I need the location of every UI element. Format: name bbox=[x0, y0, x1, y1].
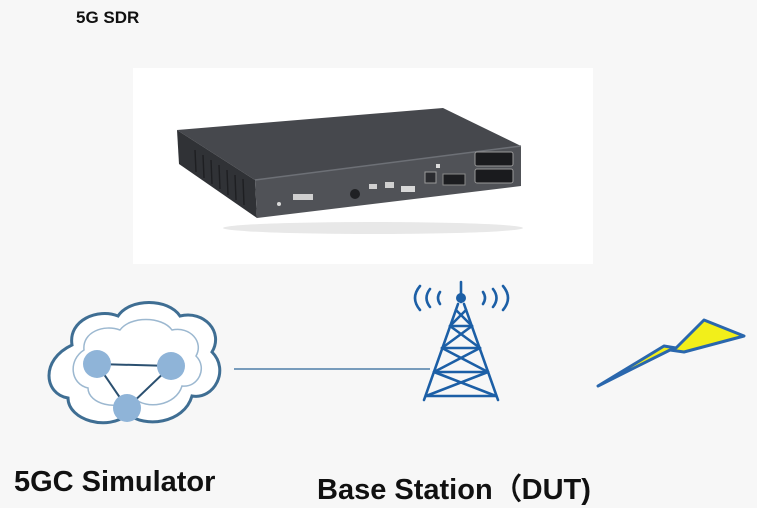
base-station-label: Base Station（DUT) bbox=[317, 474, 591, 506]
cloud-network-icon bbox=[47, 301, 222, 425]
cell-tower-icon bbox=[413, 280, 510, 402]
core-label: 5GC Simulator bbox=[14, 466, 216, 498]
lightning-icon bbox=[596, 318, 746, 388]
page-title: 5G SDR bbox=[76, 8, 140, 27]
sdr-device-image bbox=[133, 68, 593, 264]
device-top bbox=[177, 108, 521, 180]
device-left-side bbox=[177, 130, 257, 218]
